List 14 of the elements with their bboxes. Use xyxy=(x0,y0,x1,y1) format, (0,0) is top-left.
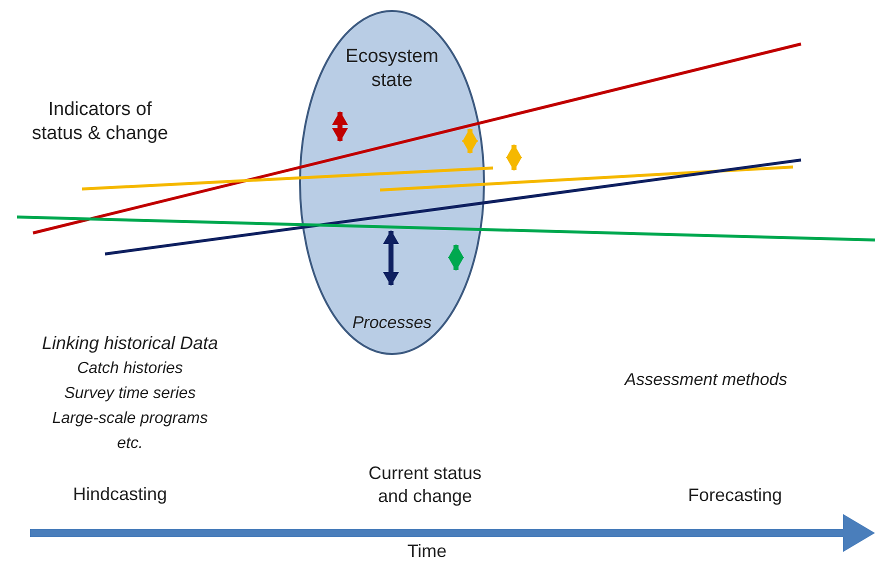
ellipse-title: Ecosystem state xyxy=(344,45,440,92)
data-heading: Linking historical Data xyxy=(40,332,220,354)
assessment-label: Assessment methods xyxy=(623,369,788,390)
ellipse-caption: Processes xyxy=(351,312,433,334)
ecosystem-ellipse xyxy=(299,10,485,355)
forecasting-label: Forecasting xyxy=(686,484,784,506)
current-status-label: Current status and change xyxy=(367,462,483,507)
data-item: Survey time series xyxy=(63,384,197,404)
data-item: Large-scale programs xyxy=(51,409,209,429)
axis-label: Time xyxy=(406,540,448,562)
data-item: Catch histories xyxy=(76,359,184,379)
data-item: etc. xyxy=(116,434,144,454)
hindcasting-label: Hindcasting xyxy=(72,483,168,506)
indicators-label: Indicators of status & change xyxy=(30,98,170,146)
